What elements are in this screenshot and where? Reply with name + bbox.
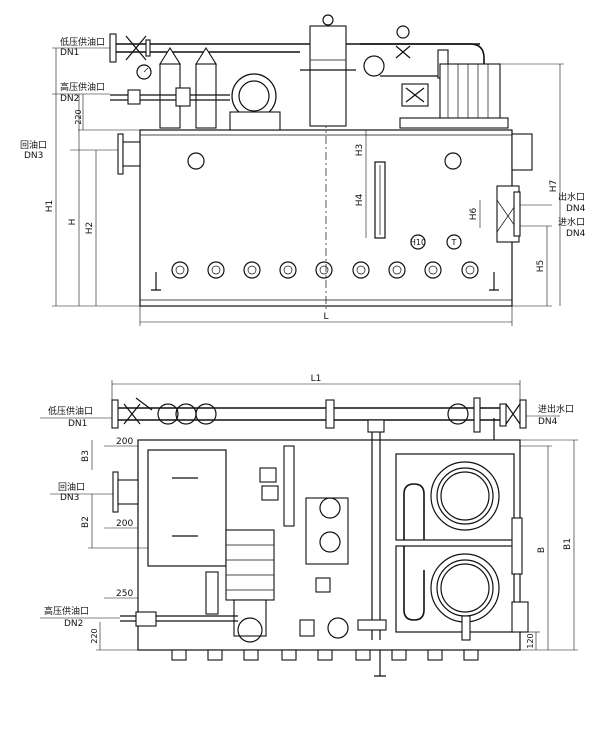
front-low-pressure-dn: DN1	[60, 48, 79, 58]
dim-b1: B1	[563, 538, 573, 550]
dim-b3: B3	[81, 450, 91, 462]
h10-label: H10	[410, 238, 426, 247]
dim-h5: H5	[536, 260, 546, 273]
front-top-equipment	[109, 14, 509, 131]
front-water-in-label: 进水口	[558, 216, 585, 228]
top-dimensions: L1 B3 200 B2 200 250 220 B B1 120	[81, 374, 578, 651]
front-water-out-dn: DN4	[566, 204, 586, 214]
top-water-inout-dn: DN4	[538, 417, 558, 427]
front-dimensions: H1 H 220 H2 L H3 H4 H6 H5 H7	[45, 48, 564, 326]
h10-gauge	[410, 234, 426, 250]
front-low-pressure-label: 低压供油口	[60, 36, 105, 48]
dim-200-a: 200	[116, 437, 133, 447]
front-high-pressure-dn: DN2	[60, 94, 79, 104]
top-left-compartment	[147, 449, 227, 567]
front-view-port-right	[444, 152, 462, 170]
dim-h6: H6	[469, 207, 479, 220]
dim-h4: H4	[355, 193, 365, 206]
dim-250: 250	[116, 589, 133, 599]
top-right-compartment-lower	[395, 545, 515, 633]
top-high-pressure-dn: DN2	[64, 619, 83, 629]
dim-120: 120	[526, 633, 535, 648]
t-label: T	[451, 238, 457, 247]
t-gauge	[446, 234, 462, 250]
manhole-upper	[430, 461, 500, 531]
top-right-compartment-upper	[395, 453, 515, 541]
dim-l1: L1	[311, 374, 322, 384]
dim-220-top: 220	[90, 628, 99, 643]
dim-b: B	[537, 547, 547, 553]
front-water-out-label: 出水口	[558, 191, 585, 203]
heater-row	[171, 261, 479, 279]
front-return-label: 回油口	[20, 139, 47, 151]
level-gauge	[374, 161, 386, 239]
front-water-in-dn: DN4	[566, 229, 586, 239]
top-return-label: 回油口	[58, 481, 85, 493]
dim-h3: H3	[355, 144, 365, 157]
top-high-pressure-label: 高压供油口	[44, 605, 89, 617]
top-water-inout-label: 进出水口	[538, 403, 574, 415]
front-return-dn: DN3	[24, 151, 43, 161]
dim-h7: H7	[549, 180, 559, 193]
manhole-lower	[430, 553, 500, 623]
dim-h2: H2	[85, 222, 95, 235]
dim-220-front: 220	[74, 109, 83, 124]
top-low-pressure-label: 低压供油口	[48, 405, 93, 417]
front-view: H10 T	[20, 14, 586, 326]
top-view: 低压供油口 DN1 回油口 DN3 高压供油口 DN2 进出水口 DN4 L1 …	[40, 374, 578, 677]
front-view-port-left	[187, 152, 205, 170]
dim-h: H	[68, 219, 78, 226]
top-low-pressure-dn: DN1	[68, 419, 87, 429]
dim-200-b: 200	[116, 519, 133, 529]
top-pump-motor	[225, 529, 275, 643]
dim-b2: B2	[81, 516, 91, 528]
dim-h1: H1	[45, 200, 55, 213]
dim-l: L	[323, 312, 328, 322]
front-high-pressure-label: 高压供油口	[60, 81, 105, 93]
top-return-dn: DN3	[60, 493, 79, 503]
top-heater-row	[171, 649, 479, 661]
